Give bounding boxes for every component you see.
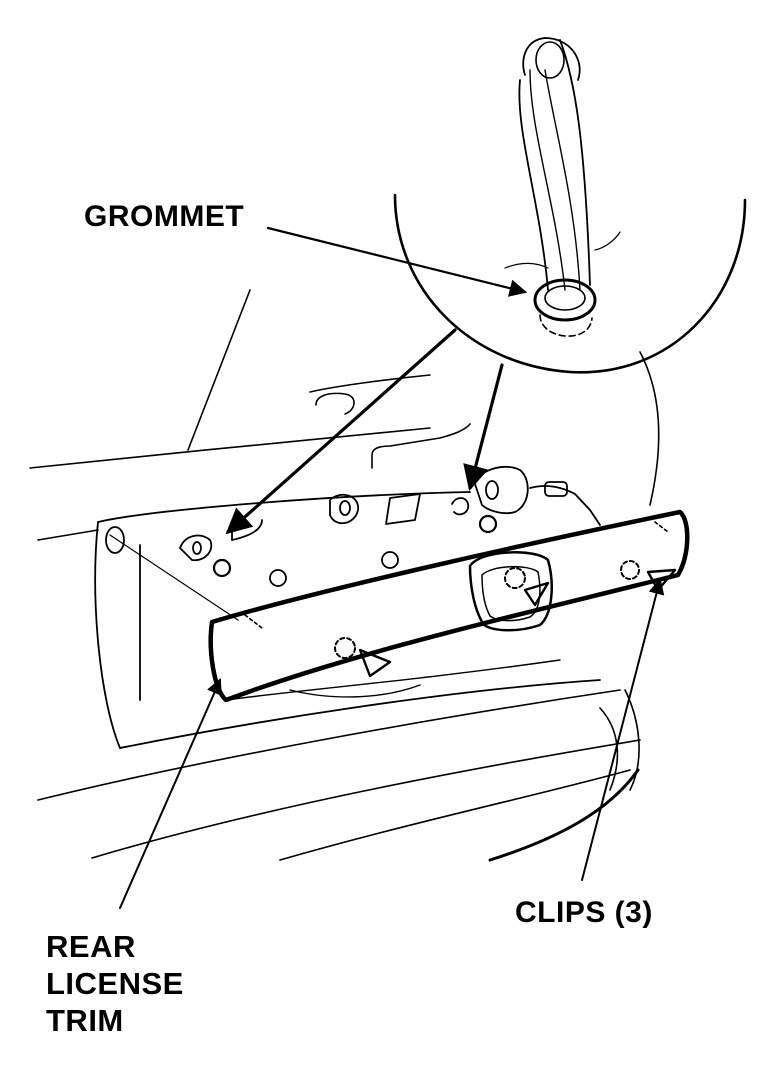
rear-license-trim-label-line3: TRIM [46,1003,124,1038]
license-mounting-panel [94,465,601,749]
clip-marker-right [620,560,640,580]
detail-callout [393,37,747,374]
rear-license-trim-label-line1: REAR [46,929,136,964]
grommet-label: GROMMET [84,200,245,233]
clips-label: CLIPS (3) [515,896,653,929]
clip-marker-left [334,637,356,659]
clip-marker-center [504,567,526,589]
leader-lines [119,226,665,909]
rear-license-trim-label: REAR LICENSE TRIM [46,928,184,1039]
grommet-shape [533,278,597,322]
tailgate-body [29,289,660,862]
rear-license-trim [208,509,690,703]
rear-license-trim-label-line2: LICENSE [46,966,184,1001]
emblem-icon [468,551,553,632]
